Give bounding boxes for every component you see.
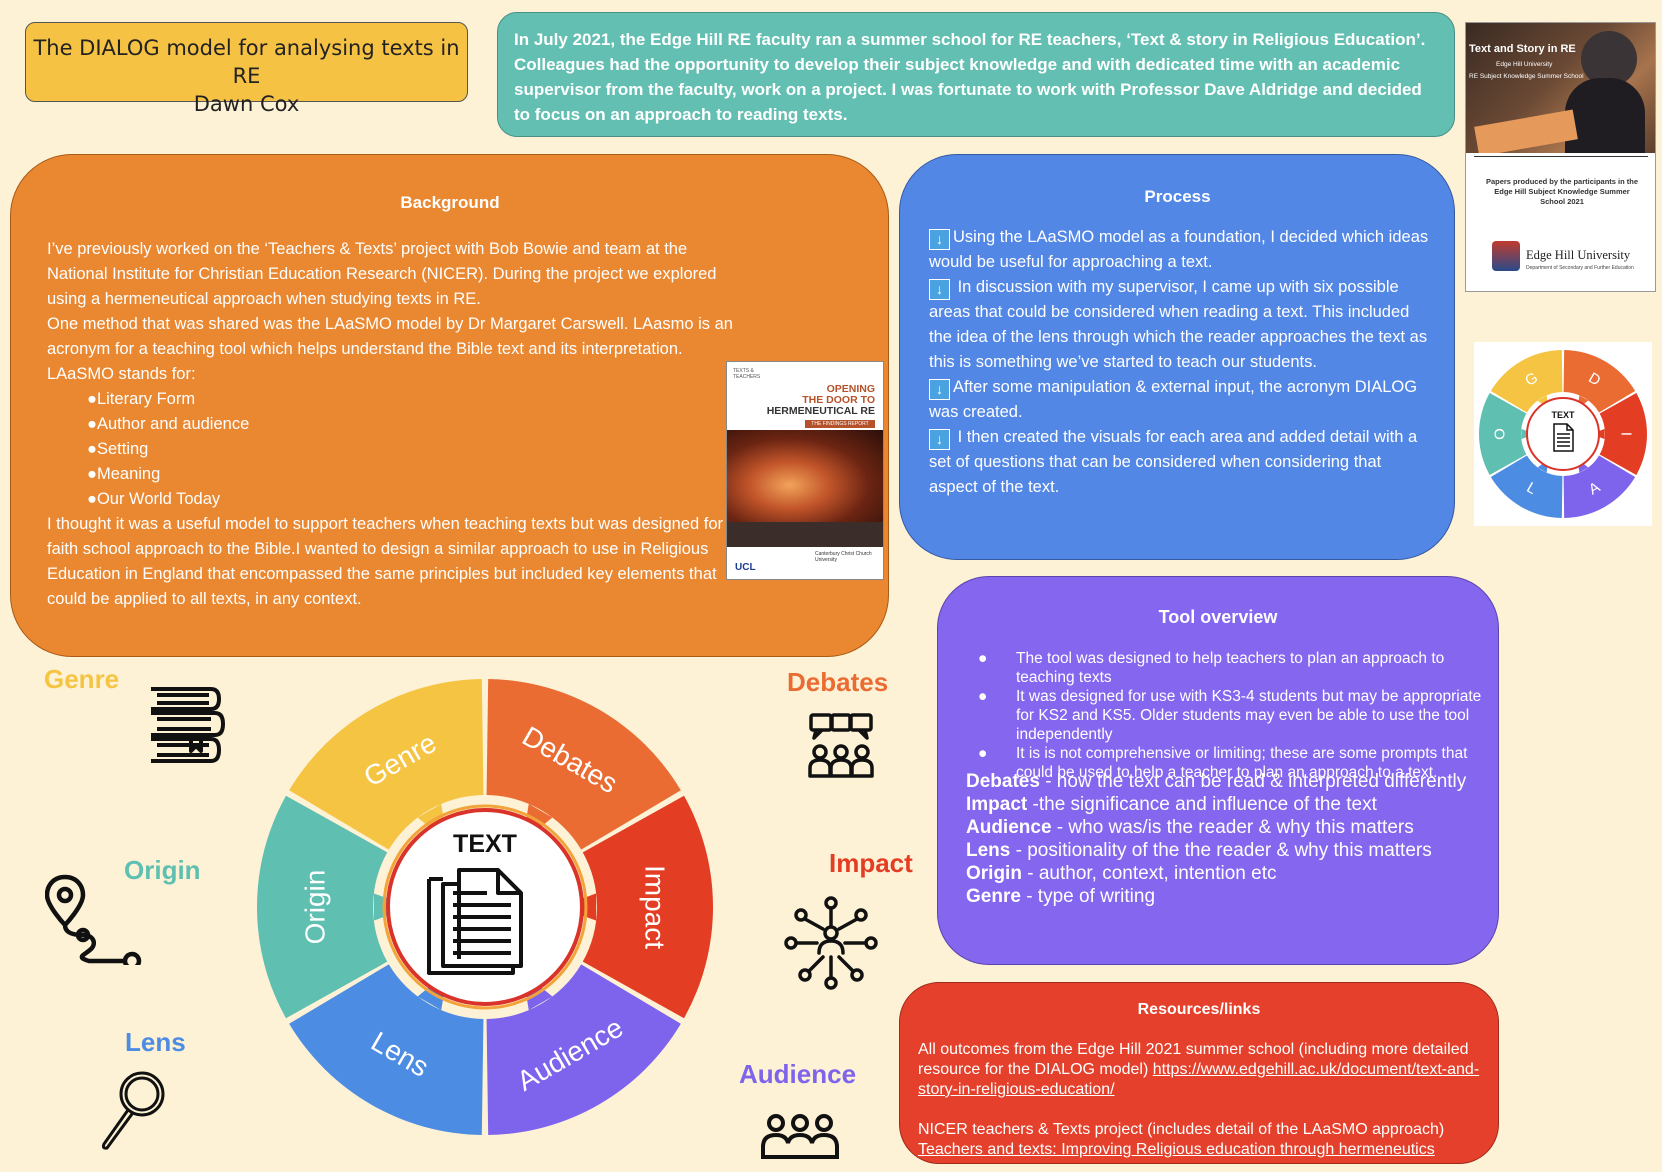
laasmo-list: ●Literary Form ●Author and audience ●Set…	[47, 387, 747, 512]
intro-box: In July 2021, the Edge Hill RE faculty r…	[497, 12, 1455, 137]
list-item: ●It is is not comprehensive or limiting;…	[978, 745, 1468, 781]
poster-title: The DIALOG model for analysing texts in …	[33, 36, 460, 88]
down-arrow-icon: ↓	[929, 379, 950, 400]
down-arrow-icon: ↓	[929, 279, 950, 300]
edgehill-crest-icon	[1492, 241, 1520, 271]
nicer-cover-title: OPENING THE DOOR TO HERMENEUTICAL RE	[766, 383, 875, 417]
wheel-center-ring-outer	[382, 804, 588, 1010]
genre-label: Genre	[44, 664, 120, 694]
background-paragraph-1: I’ve previously worked on the ‘Teachers …	[47, 240, 717, 308]
mini-wheel-center-text: TEXT	[1551, 410, 1575, 420]
audience-label: Audience	[739, 1059, 857, 1089]
list-item: ●Setting	[87, 440, 149, 458]
wheel-label-impact: Impact	[640, 865, 671, 949]
wheel-segment-i	[1599, 393, 1647, 475]
process-list: ↓Using the LAaSMO model as a foundation,…	[929, 225, 1429, 500]
wheel-segment-audience	[486, 964, 681, 1135]
process-box: Process ↓Using the LAaSMO model as a fou…	[899, 154, 1455, 560]
definition-debates: Debates - how the text can be read & int…	[966, 771, 1467, 792]
background-box: Background I’ve previously worked on the…	[10, 154, 889, 657]
background-paragraph-2: One method that was shared was the LAaSM…	[47, 315, 733, 383]
audience-people-icon	[761, 1114, 839, 1159]
wheel-label-o: O	[1492, 428, 1509, 440]
resources-box: Resources/links All outcomes from the Ed…	[899, 982, 1499, 1164]
cover-photo: Text and Story in RE Edge Hill Universit…	[1466, 23, 1655, 153]
tool-overview-box: Tool overview ●The tool was designed to …	[937, 576, 1499, 965]
background-paragraph-3: I thought it was a useful model to suppo…	[47, 515, 737, 608]
wheel-segment-o	[1479, 393, 1527, 475]
wheel-segment-debates	[486, 679, 681, 850]
wheel-segment-lens	[289, 964, 484, 1135]
wheel-segment-impact	[582, 795, 713, 1019]
list-item: ●Our World Today	[87, 490, 221, 508]
resources-heading: Resources/links	[1137, 1001, 1261, 1018]
process-heading: Process	[1144, 187, 1211, 206]
definition-impact: Impact -the significance and influence o…	[966, 794, 1377, 815]
down-arrow-icon: ↓	[929, 229, 950, 250]
list-item: ↓ I then created the visuals for each ar…	[929, 428, 1418, 496]
network-impact-icon	[784, 896, 878, 990]
poster-title-box: The DIALOG model for analysing texts in …	[25, 22, 468, 116]
cover-title: Text and Story in RE	[1469, 43, 1576, 55]
wheel-segment-l	[1490, 455, 1563, 518]
tool-heading: Tool overview	[1158, 607, 1278, 627]
resources-body: All outcomes from the Edge Hill 2021 sum…	[918, 1041, 1480, 1158]
wheel-segment-d	[1563, 350, 1636, 413]
lens-label: Lens	[125, 1027, 186, 1057]
list-item: ●It was designed for use with KS3-4 stud…	[978, 688, 1482, 743]
tool-bullets: ●The tool was designed to help teachers …	[978, 649, 1488, 782]
tool-definitions: Debates - how the text can be read & int…	[966, 770, 1496, 908]
poster-author: Dawn Cox	[193, 92, 300, 116]
debate-people-icon	[808, 713, 874, 778]
origin-label: Origin	[124, 855, 201, 885]
list-item: ●The tool was designed to help teachers …	[978, 650, 1445, 686]
wheel-label-i: I	[1618, 432, 1635, 436]
debates-label: Debates	[787, 667, 889, 697]
mini-document-icon	[1553, 423, 1574, 452]
background-body: I’ve previously worked on the ‘Teachers …	[47, 237, 747, 612]
document-icon	[427, 868, 523, 975]
wheel-segment-g	[1490, 350, 1563, 413]
books-icon	[151, 687, 225, 763]
magnifier-icon	[101, 1071, 165, 1150]
list-item: ●Literary Form	[87, 390, 196, 408]
impact-label: Impact	[829, 848, 913, 878]
edgehill-link[interactable]: https://www.edgehill.ac.uk/document/text…	[918, 1061, 1480, 1098]
nicer-link[interactable]: Teachers and texts: Improving Religious …	[918, 1141, 1435, 1158]
wheel-segment-origin	[257, 795, 388, 1019]
canyon-photo	[727, 430, 883, 522]
down-arrow-icon: ↓	[929, 429, 950, 450]
list-item: ↓After some manipulation & external inpu…	[929, 378, 1418, 421]
edgehill-cover-image: Text and Story in RE Edge Hill Universit…	[1465, 22, 1656, 292]
definition-genre: Genre - type of writing	[966, 886, 1156, 907]
definition-origin: Origin - author, context, intention etc	[966, 863, 1277, 884]
list-item: ●Author and audience	[87, 415, 250, 433]
wheel-center-text: TEXT	[453, 830, 517, 858]
intro-text: In July 2021, the Edge Hill RE faculty r…	[514, 30, 1426, 124]
list-item: ●Meaning	[87, 465, 161, 483]
nicer-report-cover-image: TEXTS & TEACHERS OPENING THE DOOR TO HER…	[726, 361, 884, 580]
definition-audience: Audience - who was/is the reader & why t…	[966, 817, 1414, 838]
route-pin-icon	[45, 874, 142, 965]
list-item: ↓Using the LAaSMO model as a foundation,…	[929, 228, 1429, 271]
definition-lens: Lens - positionality of the the reader &…	[966, 840, 1432, 861]
list-item: ↓ In discussion with my supervisor, I ca…	[929, 278, 1428, 371]
background-heading: Background	[400, 193, 500, 212]
wheel-segment-genre	[289, 679, 484, 850]
wheel-label-origin: Origin	[300, 870, 331, 945]
wheel-segment-a	[1563, 455, 1636, 518]
